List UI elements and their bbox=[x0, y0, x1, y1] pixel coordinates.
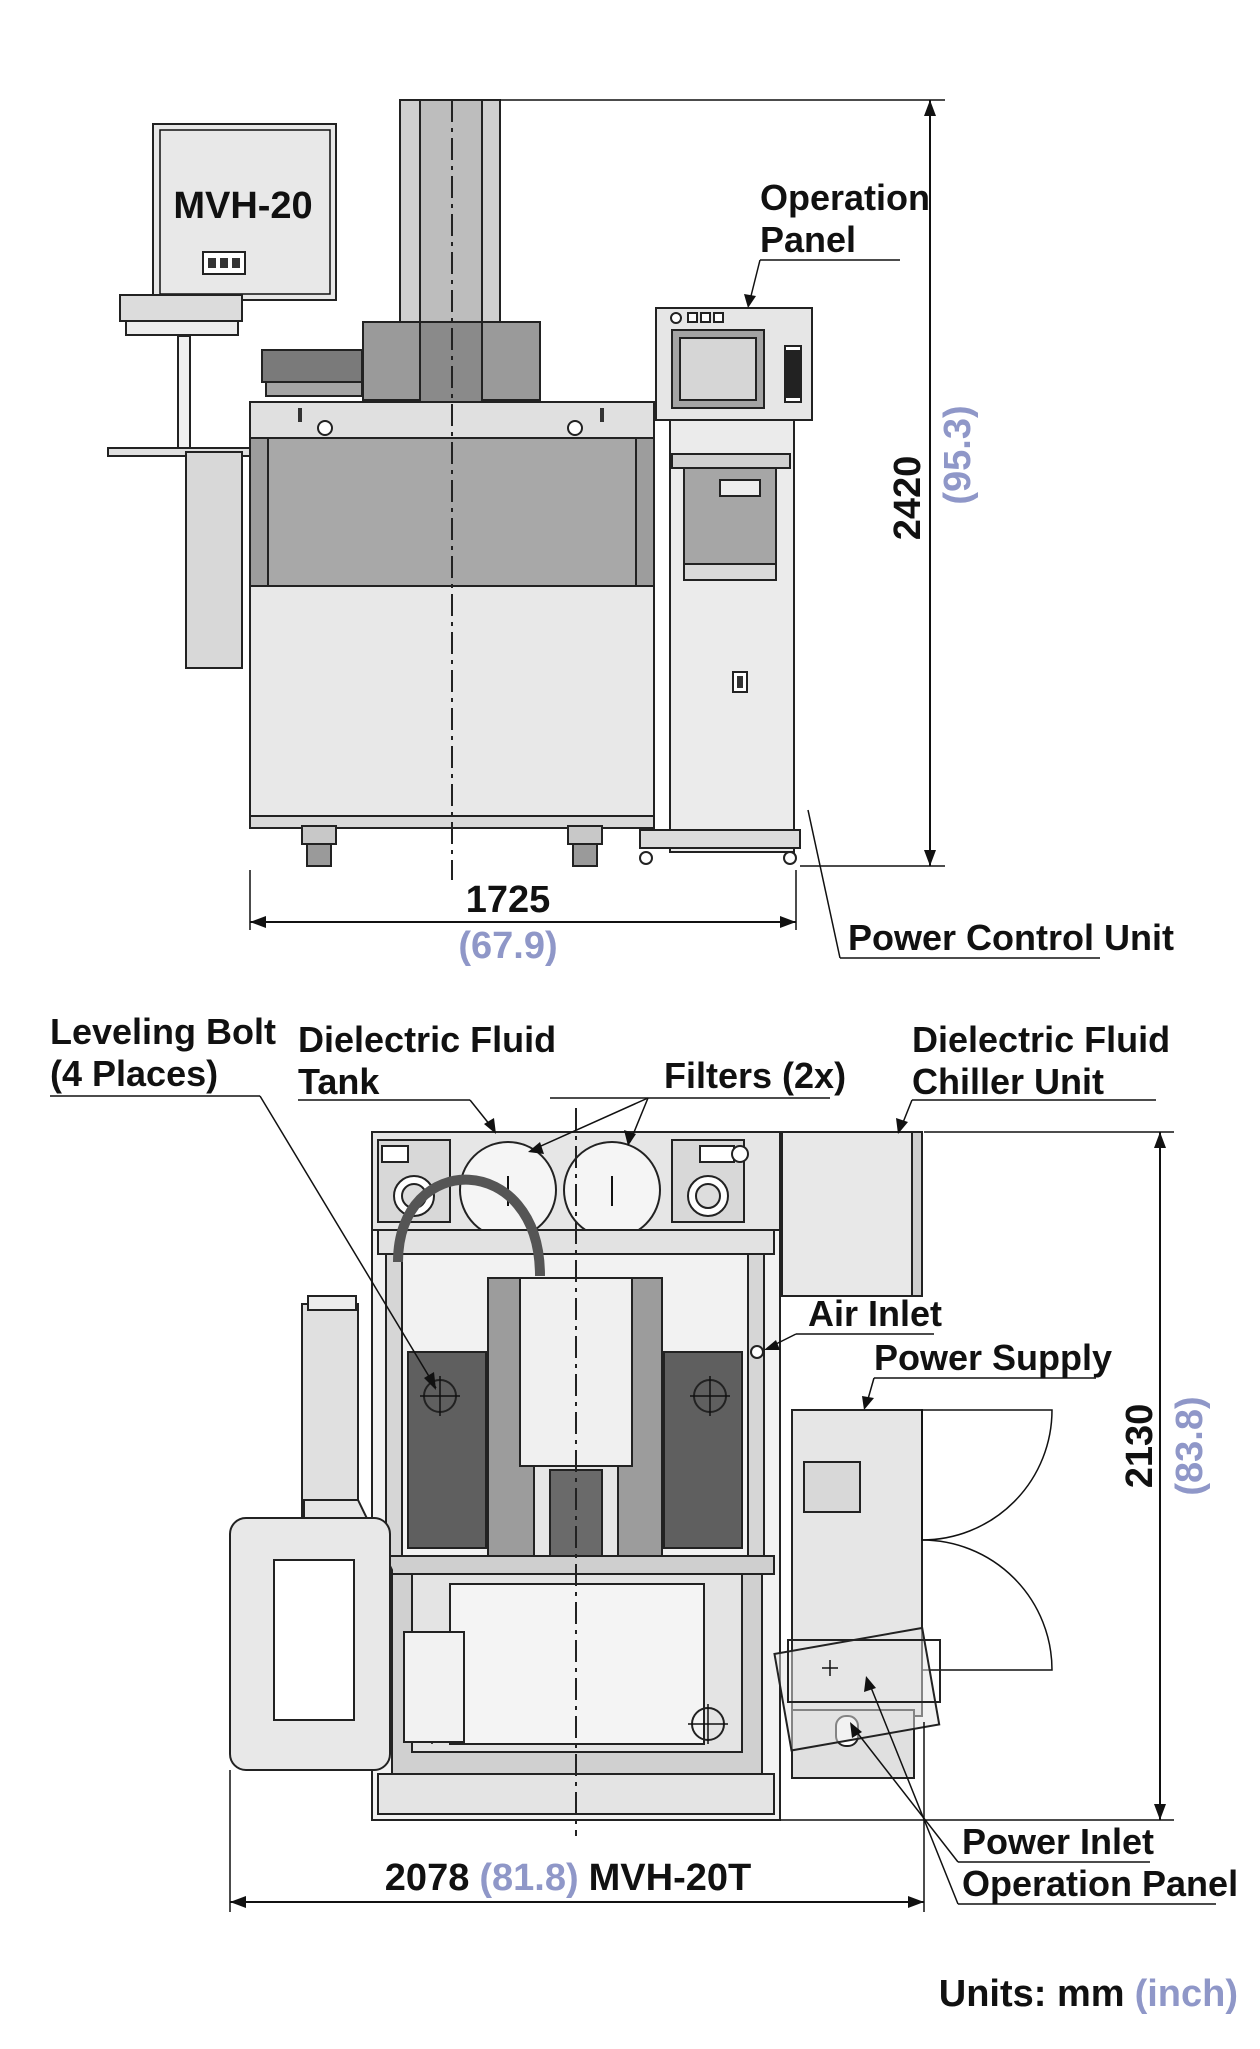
leveling-bolt-4 bbox=[688, 1704, 728, 1744]
keyboard-tray bbox=[119, 294, 243, 322]
operation-panel-top-label: Operation Panel bbox=[962, 1863, 1238, 1904]
model-label: MVH-20 bbox=[173, 185, 312, 227]
units-label: Units: mm(inch) bbox=[939, 1973, 1238, 2015]
operation-panel-label: Operation bbox=[760, 177, 930, 218]
pad-right bbox=[663, 1351, 743, 1549]
pad-left bbox=[407, 1351, 487, 1549]
fluid-hose bbox=[393, 1174, 545, 1277]
depth-inch-text: (83.8) bbox=[1169, 1396, 1211, 1495]
filters-label: Filters (2x) bbox=[664, 1055, 846, 1096]
leveling-bolt-label: Leveling Bolt bbox=[50, 1011, 276, 1052]
height-inch-text: (95.3) bbox=[937, 405, 979, 504]
leveling-bolt-label-2: (4 Places) bbox=[50, 1053, 218, 1094]
leveling-bolt-2 bbox=[690, 1376, 730, 1416]
chiller-label: Dielectric Fluid bbox=[912, 1019, 1170, 1060]
chiller-label-2: Chiller Unit bbox=[912, 1061, 1104, 1102]
chiller-unit bbox=[781, 1131, 923, 1297]
width-dim-text: 1725 bbox=[466, 879, 551, 921]
air-inlet bbox=[750, 1345, 764, 1359]
fluid-tank-label-2: Tank bbox=[298, 1061, 380, 1102]
leveling-bolt-1 bbox=[420, 1376, 460, 1416]
depth-dim-text: 2130 bbox=[1119, 1404, 1161, 1489]
width-inch-text: (67.9) bbox=[458, 925, 557, 967]
power-control-unit-label: Power Control Unit bbox=[848, 917, 1174, 958]
top-width-text: 2078(81.8)MVH-20T bbox=[385, 1857, 751, 1899]
air-inlet-label: Air Inlet bbox=[808, 1293, 942, 1334]
fluid-tank-label: Dielectric Fluid bbox=[298, 1019, 556, 1060]
power-supply-label: Power Supply bbox=[874, 1337, 1112, 1378]
operation-panel-label-2: Panel bbox=[760, 219, 856, 260]
power-inlet-label: Power Inlet bbox=[962, 1821, 1154, 1862]
top-view: 2130 (83.8) 2078(81.8)MVH-20T Leveling B… bbox=[50, 1011, 1238, 1912]
front-view: MVH-20 bbox=[107, 99, 1174, 967]
height-dim-text: 2420 bbox=[887, 456, 929, 541]
